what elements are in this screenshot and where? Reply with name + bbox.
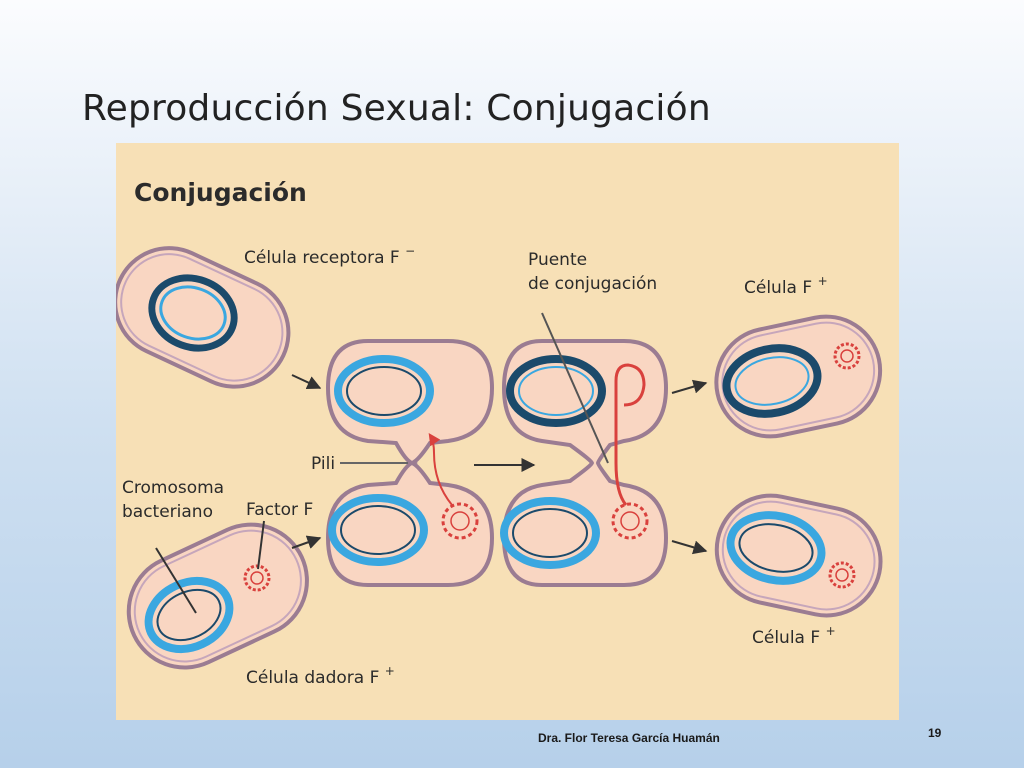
donor-chromosome <box>144 576 234 654</box>
figure-heading: Conjugación <box>134 178 307 207</box>
result-top-plasmid <box>833 342 861 370</box>
label-result-top: Célula F + <box>744 274 828 298</box>
donor-cell <box>126 522 309 670</box>
label-pili: Pili <box>311 454 335 474</box>
result-bottom-plasmid <box>828 561 856 589</box>
result-top-chromosome <box>722 344 822 418</box>
label-chromosome-line2: bacteriano <box>122 502 213 522</box>
arrow-donor <box>291 535 322 549</box>
page-number: 19 <box>928 726 942 740</box>
label-result-bottom: Célula F + <box>752 624 836 648</box>
receptor-cell <box>116 246 291 389</box>
arrow-receptor <box>291 374 322 390</box>
bridge-pointer <box>541 312 609 464</box>
chromosome-pointer <box>155 547 197 614</box>
label-bridge-line2: de conjugación <box>528 274 657 294</box>
conjugating-pair-1 <box>325 339 495 587</box>
arrow-result-top <box>671 379 708 394</box>
label-donor: Célula dadora F + <box>246 664 395 688</box>
factor-pointer <box>257 520 265 570</box>
conjugation-figure: Conjugación <box>116 143 899 720</box>
result-bottom-chromosome <box>726 511 826 585</box>
label-factor-f: Factor F <box>246 500 313 520</box>
conjugating-pair-2 <box>500 339 669 587</box>
footer-author: Dra. Flor Teresa García Huamán <box>538 731 720 745</box>
result-cell-top <box>714 314 883 439</box>
donor-plasmid <box>243 564 271 592</box>
receptor-chromosome <box>148 274 238 352</box>
arrow-result-bottom <box>671 540 708 555</box>
label-chromosome-line1: Cromosoma <box>122 478 224 498</box>
label-receptor: Célula receptora F − <box>244 244 415 268</box>
label-bridge-line1: Puente <box>528 250 587 270</box>
slide-title: Reproducción Sexual: Conjugación <box>82 88 711 129</box>
